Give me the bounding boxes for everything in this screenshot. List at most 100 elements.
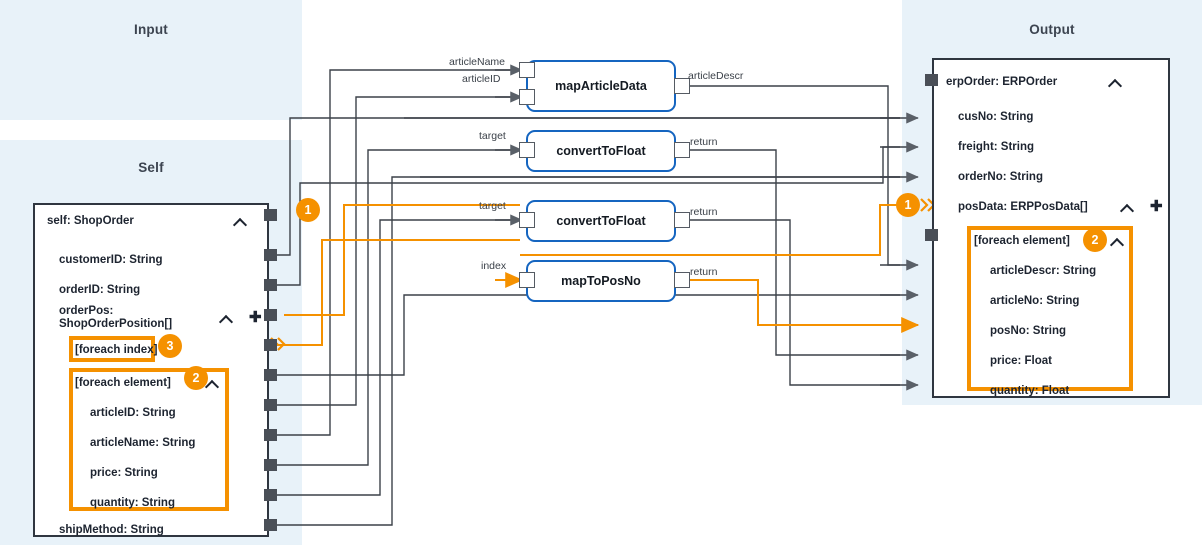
function-node-convertToFloat-2[interactable]: convertToFloat [526, 200, 676, 242]
field-articleDescr[interactable]: articleDescr: String [990, 261, 1202, 281]
badge-foreach-element[interactable]: 2 [184, 366, 208, 390]
self-header-label: self: ShopOrder [47, 214, 134, 227]
field-label: quantity: String [90, 496, 175, 509]
field-out-price[interactable]: price: Float [990, 351, 1202, 371]
field-label: articleName: String [90, 436, 196, 449]
port-foreach-element[interactable] [264, 369, 277, 381]
function-node-convertToFloat-1[interactable]: convertToFloat [526, 130, 676, 172]
self-structure-card: self: ShopOrder customerID: String order… [33, 203, 269, 537]
port-output-foreach-element[interactable] [925, 229, 938, 241]
function-node-mapToPosNo[interactable]: mapToPosNo [526, 260, 676, 302]
field-orderNo[interactable]: orderNo: String [958, 167, 1192, 187]
field-label: [foreach index] [75, 343, 158, 356]
function-name: mapToPosNo [561, 274, 641, 288]
field-articleID[interactable]: articleID: String [90, 403, 322, 423]
output-structure-card: erpOrder: ERPOrder cusNo: String freight… [932, 58, 1170, 398]
self-header[interactable]: self: ShopOrder [47, 211, 257, 231]
function-name: convertToFloat [556, 144, 646, 158]
field-customerID[interactable]: customerID: String [59, 250, 291, 270]
badge-output-foreach-element[interactable]: 2 [1083, 228, 1107, 252]
portlabel-return-2: return [690, 206, 718, 218]
output-header-label: erpOrder: ERPOrder [946, 75, 1058, 88]
field-posNo[interactable]: posNo: String [990, 321, 1202, 341]
fnport-out-return-1[interactable] [674, 142, 690, 158]
fnport-out-return-3[interactable] [674, 272, 690, 288]
field-articleNo[interactable]: articleNo: String [990, 291, 1202, 311]
zone-output-title: Output [1029, 22, 1075, 37]
zone-input: Input [0, 0, 302, 120]
portlabel-return-1: return [690, 136, 718, 148]
chevron-up-icon[interactable] [219, 311, 233, 325]
field-shipMethod[interactable]: shipMethod: String [59, 520, 291, 540]
portlabel-target-2: target [479, 200, 506, 212]
foreach-element-box[interactable] [69, 368, 229, 511]
field-price[interactable]: price: String [90, 463, 322, 483]
field-label: [foreach element] [974, 234, 1070, 247]
fnport-in-target-1[interactable] [519, 142, 535, 158]
badge-foreach-index[interactable]: 3 [158, 334, 182, 358]
port-orderID[interactable] [264, 279, 277, 291]
plus-icon[interactable]: ✚ [249, 309, 262, 326]
fnport-in-index[interactable] [519, 272, 535, 288]
field-label: shipMethod: String [59, 523, 164, 536]
field-orderID[interactable]: orderID: String [59, 280, 291, 300]
field-label: orderPos: ShopOrderPosition[] [59, 305, 173, 330]
port-articleID[interactable] [264, 399, 277, 411]
portlabel-return-3: return [690, 266, 718, 278]
field-posData[interactable]: posData: ERPPosData[] ✚ [958, 197, 1164, 217]
foreach-index-box[interactable] [69, 336, 155, 362]
plus-icon[interactable]: ✚ [1150, 198, 1163, 215]
portlabel-articleName: articleName [449, 56, 506, 68]
field-label: orderID: String [59, 283, 141, 296]
chevron-up-icon[interactable] [1120, 200, 1134, 214]
zone-self-title: Self [138, 160, 164, 175]
zone-input-title: Input [134, 22, 168, 37]
port-foreach-index[interactable] [264, 339, 277, 351]
field-label: orderNo: String [958, 170, 1043, 183]
function-name: mapArticleData [555, 79, 647, 93]
field-articleName[interactable]: articleName: String [90, 433, 322, 453]
field-label: freight: String [958, 140, 1035, 153]
field-orderPos[interactable]: orderPos: ShopOrderPosition[] ✚ [59, 303, 262, 333]
port-erpOrder-root[interactable] [925, 74, 938, 86]
output-header[interactable]: erpOrder: ERPOrder [946, 72, 1160, 92]
port-self-root[interactable] [264, 209, 277, 221]
badge-self-array[interactable]: 1 [296, 198, 320, 222]
chevron-up-icon[interactable] [1110, 234, 1124, 248]
field-out-quantity[interactable]: quantity: Float [990, 381, 1202, 401]
field-label: articleNo: String [990, 294, 1080, 307]
port-articleName[interactable] [264, 429, 277, 441]
field-label: posNo: String [990, 324, 1067, 337]
field-label: posData: ERPPosData[] [958, 200, 1088, 213]
fnport-in-articleName[interactable] [519, 62, 535, 78]
field-label: articleID: String [90, 406, 176, 419]
chevron-up-icon[interactable] [233, 214, 247, 228]
portlabel-index: index [481, 260, 507, 272]
field-label: customerID: String [59, 253, 163, 266]
field-quantity[interactable]: quantity: String [90, 493, 322, 513]
field-foreach-element[interactable]: [foreach element] [75, 373, 223, 393]
field-label: quantity: Float [990, 384, 1070, 397]
port-customerID[interactable] [264, 249, 277, 261]
field-foreach-index[interactable]: [foreach index] [75, 340, 307, 360]
chevron-up-icon[interactable] [1108, 75, 1122, 89]
port-orderPos[interactable] [264, 309, 277, 321]
port-price[interactable] [264, 459, 277, 471]
function-name: convertToFloat [556, 214, 646, 228]
field-label: price: Float [990, 354, 1052, 367]
fnport-in-target-2[interactable] [519, 212, 535, 228]
field-cusNo[interactable]: cusNo: String [958, 107, 1192, 127]
port-quantity[interactable] [264, 489, 277, 501]
fnport-out-articleDescr[interactable] [674, 78, 690, 94]
function-node-mapArticleData[interactable]: mapArticleData [526, 60, 676, 112]
output-foreach-element-box[interactable] [967, 226, 1133, 391]
portlabel-articleDescr: articleDescr [688, 70, 744, 82]
fnport-out-return-2[interactable] [674, 212, 690, 228]
field-label: [foreach element] [75, 376, 171, 389]
portlabel-target-1: target [479, 130, 506, 142]
field-output-foreach-element[interactable]: [foreach element] [974, 231, 1126, 251]
port-shipMethod[interactable] [264, 519, 277, 531]
badge-output-array[interactable]: 1 [896, 193, 920, 217]
fnport-in-articleID[interactable] [519, 89, 535, 105]
field-freight[interactable]: freight: String [958, 137, 1192, 157]
